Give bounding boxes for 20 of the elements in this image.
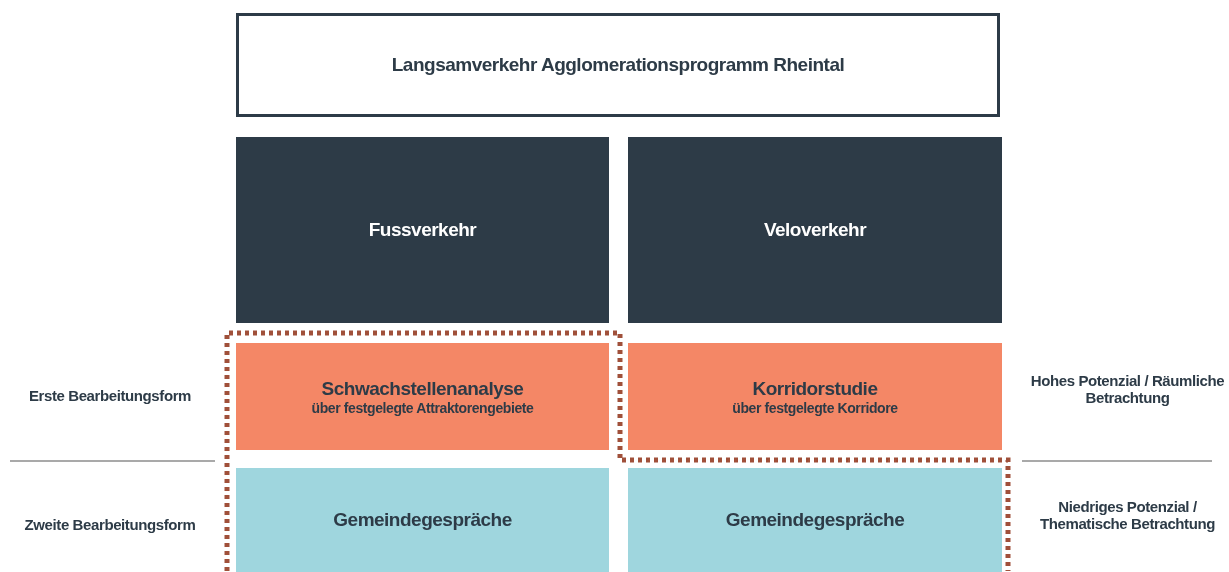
box-title: Langsamverkehr Agglomerationsprogramm Rheintal	[391, 54, 845, 76]
category-box	[236, 137, 609, 323]
box-title: Fussverkehr	[368, 219, 477, 241]
box-subtitle: über festgelegte Attraktorengebiete	[311, 399, 534, 416]
title-box	[236, 13, 1000, 117]
method-box	[236, 468, 609, 572]
row-label: Erste Bearbeitungsform	[27, 387, 193, 404]
method-box	[628, 343, 1002, 450]
category-box	[628, 137, 1002, 323]
row-label: Zweite Bearbeitungsform	[23, 516, 197, 533]
box-title: Veloverkehr	[763, 219, 867, 241]
row-note: Hohes Potenzial / Räumliche Betrachtung	[1030, 372, 1225, 406]
method-box	[628, 468, 1002, 572]
box-title: Korridorstudie	[752, 377, 878, 400]
box-title: Schwachstellenanalyse	[321, 377, 524, 400]
box-title: Gemeindegespräche	[725, 509, 905, 531]
box-title: Gemeindegespräche	[333, 509, 512, 531]
method-box	[236, 343, 609, 450]
box-subtitle: über festgelegte Korridore	[732, 399, 898, 416]
row-note: Niedriges Potenzial / Thematische Betrachtung	[1039, 498, 1216, 532]
